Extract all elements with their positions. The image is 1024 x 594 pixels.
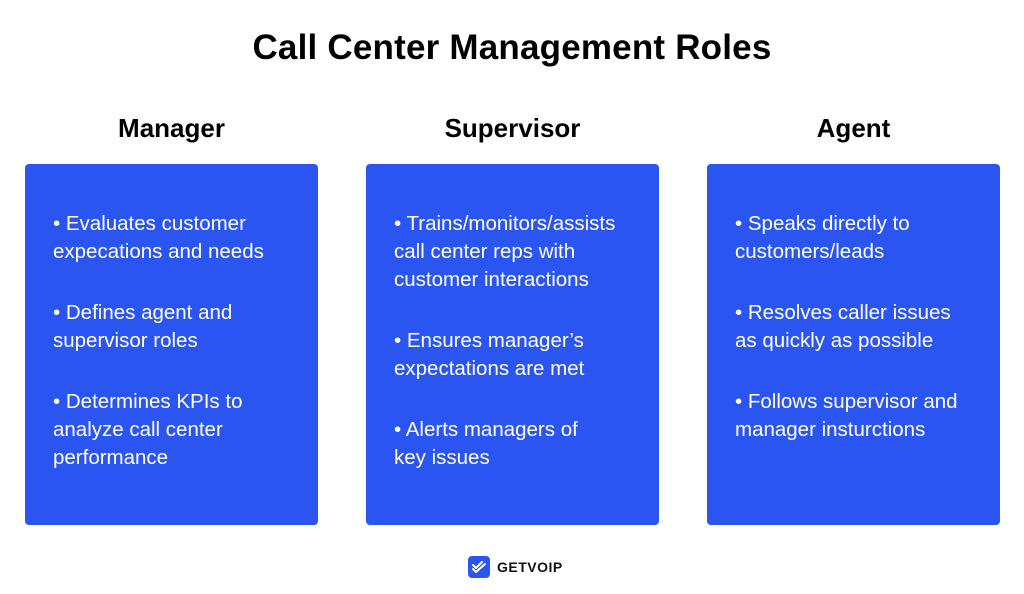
bullet-item: • Determines KPIs to analyze call center… [53,390,243,469]
column-heading-supervisor: Supervisor [444,113,581,143]
double-check-icon [468,556,490,578]
bullet-item: • Ensures manager’s expectations are met [394,329,585,380]
bullet-item: • Alerts managers of key issues [394,418,578,469]
brand-logo: GETVOIP [468,555,563,579]
role-card-supervisor: • Trains/monitors/assists call center re… [366,164,659,525]
column-supervisor: Supervisor • Trains/monitors/assists cal… [366,108,659,525]
column-manager: Manager • Evaluates customer expecations… [25,108,318,525]
role-card-agent: • Speaks directly to customers/leads • R… [707,164,1000,525]
bullet-item: • Speaks directly to customers/leads [735,212,910,263]
bullet-item: • Trains/monitors/assists call center re… [394,212,616,291]
role-card-manager: • Evaluates customer expecations and nee… [25,164,318,525]
page-title: Call Center Management Roles [252,28,772,67]
bullet-item: • Resolves caller issues as quickly as p… [735,301,951,352]
column-heading-manager: Manager [118,113,225,143]
bullet-item: • Follows supervisor and manager insturc… [735,390,958,441]
column-agent: Agent • Speaks directly to customers/lea… [707,108,1000,525]
brand-name: GETVOIP [497,559,563,575]
bullet-item: • Evaluates customer expecations and nee… [53,212,264,263]
column-heading-agent: Agent [816,113,891,143]
bullet-item: • Defines agent and supervisor roles [53,301,233,352]
